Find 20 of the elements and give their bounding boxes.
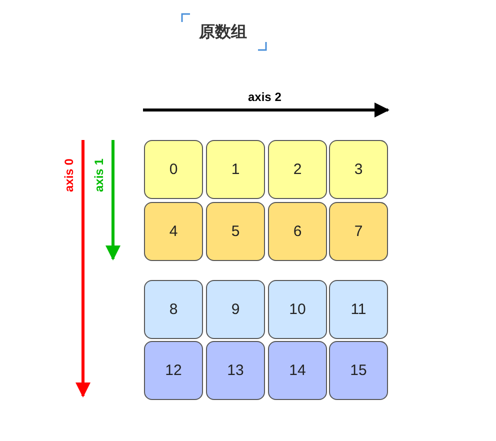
array-cell: 12	[144, 341, 203, 400]
array-cell: 9	[206, 280, 265, 339]
array-cell: 5	[206, 202, 265, 261]
array-cell: 13	[206, 341, 265, 400]
array-cell: 14	[268, 341, 327, 400]
array-cell: 1	[206, 140, 265, 199]
array-cell: 8	[144, 280, 203, 339]
axis-label: axis 2	[248, 90, 282, 104]
array-cell: 6	[268, 202, 327, 261]
array-cell: 4	[144, 202, 203, 261]
array-cell: 11	[329, 280, 388, 339]
array-cell: 7	[329, 202, 388, 261]
diagram-title: 原数组	[199, 22, 247, 43]
axis-label: axis 0	[62, 158, 76, 192]
array-cell: 3	[329, 140, 388, 199]
array-cell: 0	[144, 140, 203, 199]
array-cell: 15	[329, 341, 388, 400]
axis-label: axis 1	[92, 158, 106, 192]
array-cell: 10	[268, 280, 327, 339]
array-cell: 2	[268, 140, 327, 199]
